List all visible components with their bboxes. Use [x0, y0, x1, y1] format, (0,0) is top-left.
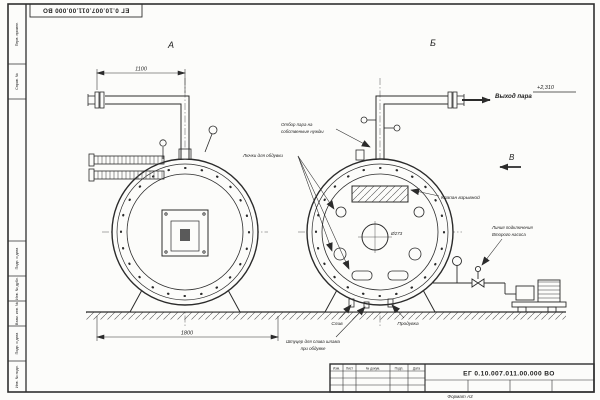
leader-hatch-1 — [297, 155, 335, 210]
line-pressure-gauge — [452, 256, 462, 266]
top-code-inverted: ЕГ 0.10.007.011.00.000 ВО — [43, 6, 130, 13]
annotation-pump-line-2: Второго насоса — [492, 232, 526, 237]
vent-valve — [159, 139, 167, 147]
dim-center-dia: Ø273 — [390, 231, 403, 236]
explosion-valve-hatch — [351, 185, 409, 203]
dim-1100: 1100 — [135, 67, 148, 73]
finned-tube-upper — [93, 155, 165, 165]
sheet-frame — [7, 3, 595, 393]
blow-hatch — [335, 206, 347, 218]
annotation-blowdown: Продувка — [397, 321, 419, 327]
annotation-steam-outlet: Выход пара — [495, 93, 532, 100]
leader-hatch-3 — [297, 155, 350, 270]
view-a-label: А — [167, 40, 174, 50]
rev-col-dokum: № докум. — [366, 366, 381, 370]
annotation-pump-line-1: Линия подключения — [491, 225, 533, 230]
rev-col-izm: Изм. — [333, 366, 340, 370]
margin-label-4: Взам. инв. № — [15, 302, 19, 325]
blow-hatch — [408, 247, 422, 261]
texts: А Б В Выход пара +2,310 Отбор пара на со… — [15, 6, 555, 399]
annotation-drain: Слив — [331, 321, 343, 327]
blow-hatch — [333, 247, 347, 261]
steam-pipe — [375, 95, 448, 160]
pipe-flange — [447, 91, 453, 109]
annotation-elevation: +2,310 — [537, 85, 555, 91]
view-a-boiler — [87, 78, 268, 326]
margin-stamp-grid — [8, 63, 26, 362]
shell-front — [306, 158, 454, 306]
top-code-stamp-box — [29, 3, 143, 18]
sludge-stub — [363, 301, 370, 309]
ground — [86, 311, 566, 320]
bottom-hatch — [351, 270, 373, 281]
title-block — [329, 363, 595, 393]
pump-piping — [433, 256, 567, 313]
blow-hatch — [413, 206, 425, 218]
pump-body — [515, 285, 535, 301]
valve-handwheel — [474, 265, 482, 273]
steam-pipe — [105, 103, 182, 160]
pipe-valve — [393, 124, 401, 132]
finned-tube-lower — [93, 170, 165, 180]
margin-label-3: Инв. № дубл. — [15, 277, 19, 300]
sight-glass — [180, 229, 190, 241]
margin-label-5: Подп. и дата — [15, 332, 19, 355]
pipe-flange — [99, 91, 105, 109]
leader-explosion-valve — [410, 188, 440, 197]
annotation-sludge-2: при обдувке — [301, 346, 326, 351]
margin-label-6: Инв. № подл. — [15, 365, 19, 388]
view-v-label: В — [509, 153, 515, 162]
annotation-hatches: Лючки для обдувки — [242, 153, 283, 158]
bolt-circle — [119, 166, 251, 298]
leader-pump-line — [481, 238, 503, 266]
dimensions-leaders — [95, 69, 576, 341]
ground-hatch — [86, 312, 566, 320]
rev-col-data: Дата — [413, 366, 420, 370]
bottom-hatch — [387, 270, 409, 281]
pipe-fitting — [360, 116, 368, 124]
top-nozzle — [178, 148, 192, 160]
own-needs-nozzle — [355, 149, 365, 161]
margin-label-0: Перв. примен. — [15, 22, 19, 47]
motor — [537, 279, 561, 303]
leader-sludge — [335, 306, 366, 338]
dim-1800: 1800 — [181, 331, 194, 337]
leader-blowdown — [391, 304, 405, 319]
view-b-label: Б — [430, 38, 436, 48]
view-b-boiler — [298, 78, 465, 326]
blowdown-stub — [387, 298, 394, 308]
pressure-gauge — [208, 125, 218, 135]
leader-drain — [339, 304, 352, 319]
margin-label-1: Справ. № — [15, 73, 19, 90]
rev-col-podp: Подп. — [395, 366, 404, 370]
pump-base — [511, 301, 567, 308]
annotation-own-needs-2: собственные нужды — [281, 129, 324, 134]
line-valve — [471, 278, 479, 288]
annotation-own-needs-1: Отбор пара на — [281, 122, 313, 127]
leader-own-needs — [335, 128, 371, 148]
title-block-code: ЕГ 0.10.007.011.00.000 ВО — [463, 371, 555, 378]
format-label: Формат А3 — [447, 394, 473, 399]
leader-hatch-2 — [297, 155, 333, 252]
pump-unit — [511, 279, 567, 313]
margin-label-2: Подп. и дата — [15, 247, 19, 270]
bolt-circle — [314, 166, 446, 298]
annotation-sludge-1: Штуцер для слива шлама — [286, 339, 340, 344]
rev-col-list: Лист — [346, 366, 354, 370]
front-door — [161, 209, 209, 257]
annotation-explosion-valve: Клапан взрывной — [441, 194, 480, 201]
